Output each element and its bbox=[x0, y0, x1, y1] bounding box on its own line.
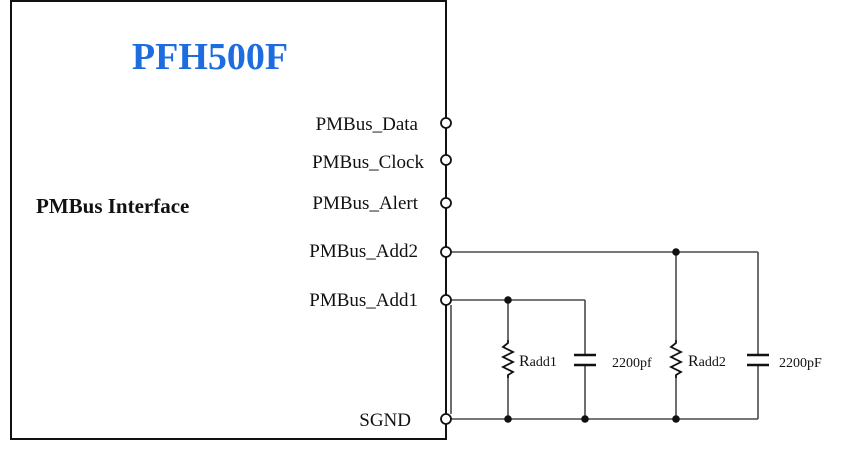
module-box bbox=[10, 0, 447, 440]
pin-terminal-sgnd bbox=[440, 413, 452, 425]
junction-dot bbox=[504, 296, 512, 304]
capacitor-icon bbox=[574, 353, 596, 367]
pin-terminal-pmbus-alert bbox=[440, 197, 452, 209]
c2-value-label: 2200pF bbox=[779, 356, 822, 371]
radd2-prefix: R bbox=[688, 353, 699, 370]
wires bbox=[450, 251, 759, 420]
radd2-subscript: add2 bbox=[699, 355, 726, 370]
pin-terminal-pmbus-clock bbox=[440, 154, 452, 166]
junction-dot bbox=[581, 415, 589, 423]
pin-terminal-pmbus-data bbox=[440, 117, 452, 129]
pin-label-pmbus-data: PMBus_Data bbox=[316, 114, 419, 135]
radd1-subscript: add1 bbox=[530, 355, 557, 370]
resistor-icon bbox=[500, 340, 516, 378]
radd2-label: Radd2 bbox=[688, 353, 726, 370]
pin-terminal-pmbus-add2 bbox=[440, 246, 452, 258]
c1-value-label: 2200pf bbox=[612, 356, 652, 371]
pin-terminal-pmbus-add1 bbox=[440, 294, 452, 306]
junction-dot bbox=[672, 248, 680, 256]
pin-label-pmbus-add1: PMBus_Add1 bbox=[309, 290, 418, 311]
pin-label-pmbus-clock: PMBus_Clock bbox=[312, 152, 424, 173]
pin-label-pmbus-add2: PMBus_Add2 bbox=[309, 241, 418, 262]
capacitor-icon bbox=[747, 353, 769, 367]
pin-label-pmbus-alert: PMBus_Alert bbox=[312, 193, 418, 214]
pin-label-sgnd: SGND bbox=[359, 410, 411, 431]
junction-dot bbox=[672, 415, 680, 423]
radd1-label: Radd1 bbox=[519, 353, 557, 370]
radd1-prefix: R bbox=[519, 353, 530, 370]
junction-dot bbox=[504, 415, 512, 423]
interface-label: PMBus Interface bbox=[36, 194, 189, 218]
resistor-icon bbox=[668, 340, 684, 378]
module-title: PFH500F bbox=[132, 36, 288, 78]
